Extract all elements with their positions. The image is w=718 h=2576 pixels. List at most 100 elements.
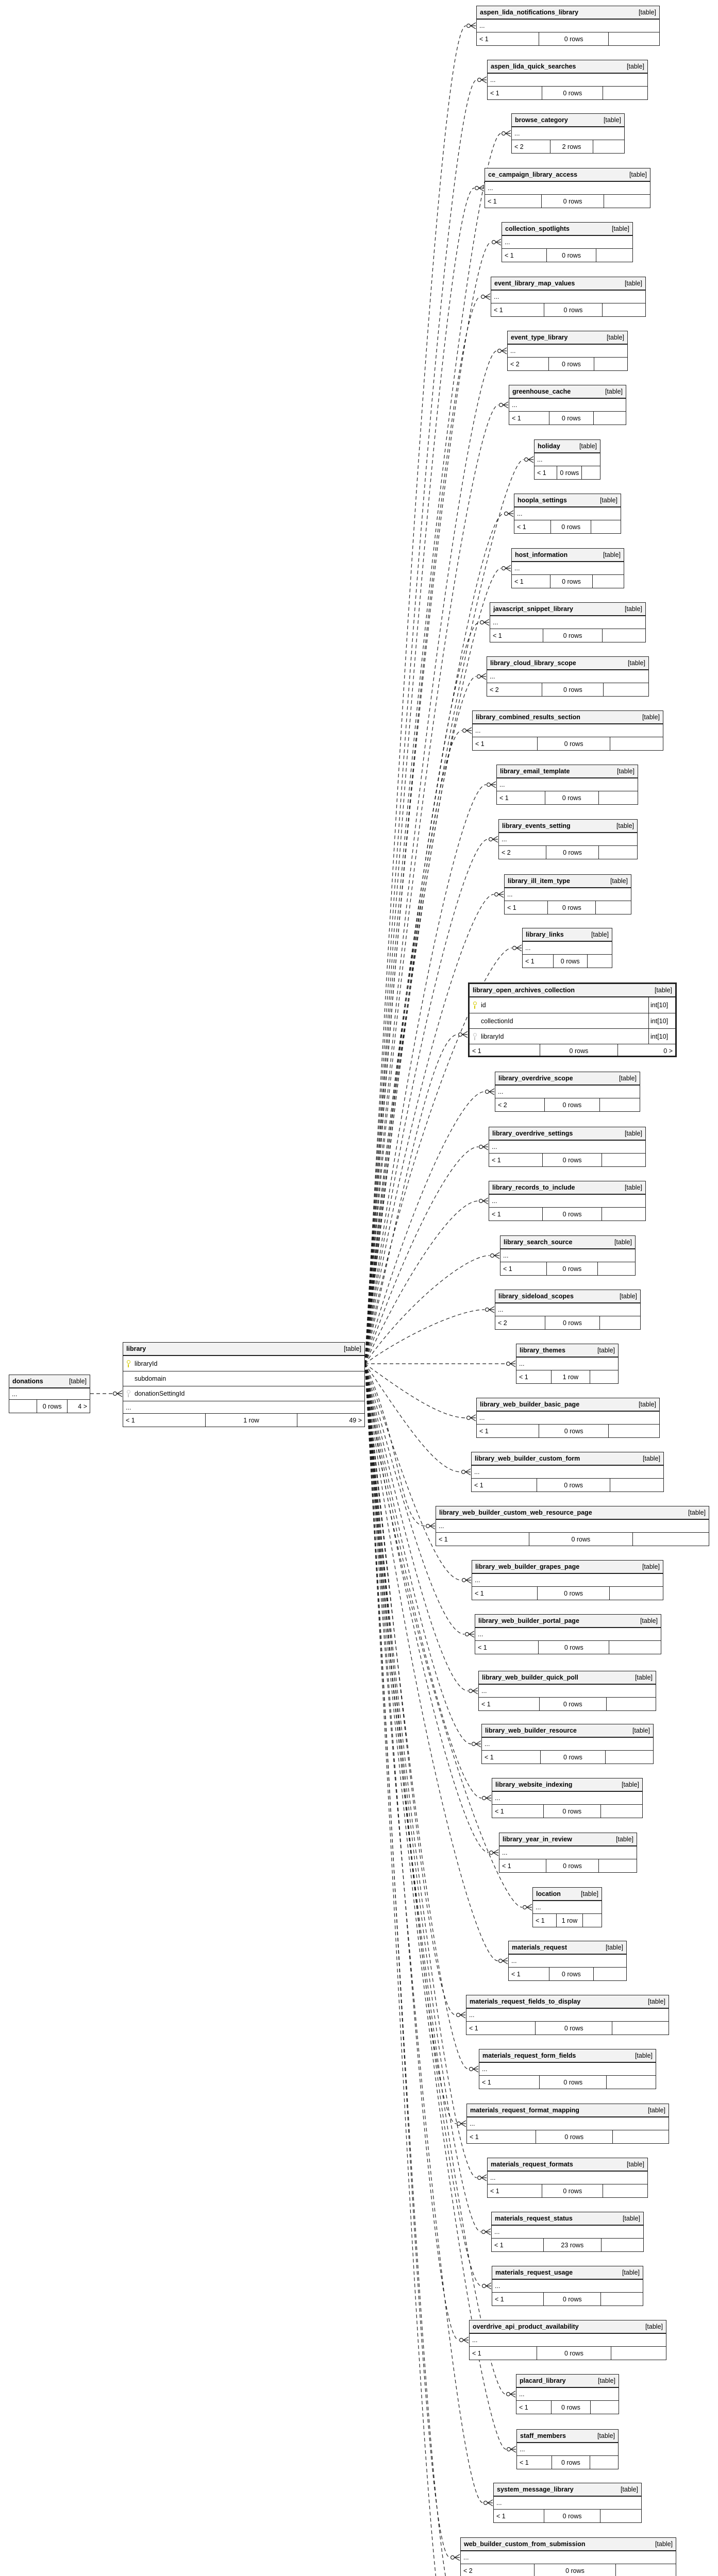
table-box-library_web_builder_portal_page[interactable]: library_web_builder_portal_page [table] … bbox=[475, 1614, 661, 1654]
table-box-library_combined_results_section[interactable]: library_combined_results_section [table]… bbox=[472, 710, 663, 751]
table-box-library_web_builder_custom_web_resource_page[interactable]: library_web_builder_custom_web_resource_… bbox=[436, 1506, 709, 1546]
table-box-library_search_source[interactable]: library_search_source [table] ... < 1 0 … bbox=[500, 1235, 636, 1276]
table-box-host_information[interactable]: host_information [table] ... < 1 0 rows bbox=[511, 548, 624, 588]
table-box-holiday[interactable]: holiday [table] ... < 1 0 rows bbox=[534, 439, 600, 480]
table-name[interactable]: browse_category bbox=[515, 116, 568, 124]
table-name[interactable]: aspen_lida_quick_searches bbox=[491, 63, 576, 70]
table-box-library_themes[interactable]: library_themes [table] ... < 1 1 row bbox=[516, 1344, 619, 1384]
table-name[interactable]: materials_request_fields_to_display bbox=[470, 1998, 581, 2005]
table-box-library_ill_item_type[interactable]: library_ill_item_type [table] ... < 1 0 … bbox=[504, 874, 631, 914]
table-box-web_builder_custom_from_submission[interactable]: web_builder_custom_from_submission [tabl… bbox=[460, 2537, 676, 2576]
table-box-library_web_builder_custom_form[interactable]: library_web_builder_custom_form [table] … bbox=[471, 1452, 664, 1492]
table-box-donations[interactable]: donations [table] ... 0 rows 4 > bbox=[9, 1375, 90, 1413]
table-name[interactable]: placard_library bbox=[520, 2377, 566, 2384]
table-box-library_overdrive_settings[interactable]: library_overdrive_settings [table] ... <… bbox=[489, 1127, 646, 1167]
table-box-staff_members[interactable]: staff_members [table] ... < 1 0 rows bbox=[516, 2429, 619, 2469]
table-box-library_records_to_include[interactable]: library_records_to_include [table] ... <… bbox=[489, 1181, 646, 1221]
table-box-library_email_template[interactable]: library_email_template [table] ... < 1 0… bbox=[496, 765, 638, 805]
table-name[interactable]: staff_members bbox=[520, 2432, 566, 2439]
table-name[interactable]: library_sideload_scopes bbox=[498, 1293, 574, 1300]
table-name[interactable]: library_web_builder_resource bbox=[485, 1727, 577, 1734]
table-name[interactable]: library_web_builder_quick_poll bbox=[482, 1674, 578, 1681]
table-box-library_open_archives_collection[interactable]: library_open_archives_collection [table]… bbox=[468, 982, 677, 1057]
table-box-materials_request_fields_to_display[interactable]: materials_request_fields_to_display [tab… bbox=[466, 1995, 669, 2035]
table-box-library_overdrive_scope[interactable]: library_overdrive_scope [table] ... < 2 … bbox=[495, 1072, 640, 1112]
table-name[interactable]: materials_request_usage bbox=[495, 2269, 573, 2276]
table-name[interactable]: library_web_builder_grapes_page bbox=[475, 1563, 580, 1570]
table-name[interactable]: event_library_map_values bbox=[494, 280, 575, 287]
table-name[interactable]: library_web_builder_custom_web_resource_… bbox=[439, 1509, 592, 1516]
table-box-materials_request[interactable]: materials_request [table] ... < 1 0 rows bbox=[508, 1941, 627, 1981]
table-box-library_events_setting[interactable]: library_events_setting [table] ... < 2 0… bbox=[498, 819, 638, 859]
table-name[interactable]: event_type_library bbox=[511, 334, 568, 341]
table-box-ce_campaign_library_access[interactable]: ce_campaign_library_access [table] ... <… bbox=[485, 168, 650, 208]
table-box-location[interactable]: location [table] ... < 1 1 row bbox=[532, 1887, 602, 1927]
table-name[interactable]: materials_request bbox=[512, 1944, 567, 1951]
table-box-browse_category[interactable]: browse_category [table] ... < 2 2 rows bbox=[511, 113, 625, 154]
table-box-materials_request_status[interactable]: materials_request_status [table] ... < 1… bbox=[491, 2212, 644, 2252]
table-box-library_web_builder_grapes_page[interactable]: library_web_builder_grapes_page [table] … bbox=[472, 1560, 663, 1600]
table-box-library[interactable]: library [table] libraryId subdomain dona… bbox=[123, 1342, 365, 1427]
table-name[interactable]: system_message_library bbox=[497, 2486, 574, 2493]
table-name[interactable]: library_overdrive_settings bbox=[492, 1130, 573, 1137]
table-box-placard_library[interactable]: placard_library [table] ... < 1 0 rows bbox=[516, 2374, 619, 2414]
table-name[interactable]: holiday bbox=[538, 443, 560, 450]
table-name[interactable]: ce_campaign_library_access bbox=[488, 171, 578, 178]
table-name[interactable]: library_combined_results_section bbox=[476, 714, 580, 721]
table-name[interactable]: library bbox=[126, 1345, 146, 1352]
table-name[interactable]: library_ill_item_type bbox=[508, 877, 570, 885]
ellipsis-text: ... bbox=[478, 1631, 483, 1638]
table-name[interactable]: web_builder_custom_from_submission bbox=[464, 2540, 586, 2548]
table-name[interactable]: library_search_source bbox=[504, 1239, 573, 1246]
table-box-javascript_snippet_library[interactable]: javascript_snippet_library [table] ... <… bbox=[490, 602, 646, 642]
table-name[interactable]: location bbox=[536, 1890, 561, 1897]
table-box-materials_request_form_fields[interactable]: materials_request_form_fields [table] ..… bbox=[479, 2049, 656, 2089]
table-name[interactable]: hoopla_settings bbox=[517, 497, 567, 504]
table-name[interactable]: javascript_snippet_library bbox=[493, 605, 573, 613]
table-name[interactable]: materials_request_form_fields bbox=[482, 2052, 576, 2059]
table-box-library_web_builder_basic_page[interactable]: library_web_builder_basic_page [table] .… bbox=[476, 1398, 660, 1438]
table-box-library_links[interactable]: library_links [table] ... < 1 0 rows bbox=[522, 928, 612, 968]
table-name[interactable]: library_email_template bbox=[500, 768, 570, 775]
table-name[interactable]: collection_spotlights bbox=[505, 225, 570, 232]
table-name[interactable]: library_links bbox=[526, 931, 564, 938]
table-name[interactable]: library_themes bbox=[520, 1347, 565, 1354]
table-box-materials_request_format_mapping[interactable]: materials_request_format_mapping [table]… bbox=[466, 2104, 669, 2144]
table-box-library_web_builder_resource[interactable]: library_web_builder_resource [table] ...… bbox=[481, 1724, 654, 1764]
table-box-materials_request_formats[interactable]: materials_request_formats [table] ... < … bbox=[487, 2158, 648, 2198]
table-name[interactable]: materials_request_status bbox=[495, 2215, 573, 2222]
table-name[interactable]: library_events_setting bbox=[502, 822, 571, 829]
table-box-hoopla_settings[interactable]: hoopla_settings [table] ... < 1 0 rows bbox=[514, 494, 621, 534]
table-name[interactable]: library_web_builder_basic_page bbox=[480, 1401, 580, 1408]
table-box-aspen_lida_quick_searches[interactable]: aspen_lida_quick_searches [table] ... < … bbox=[487, 60, 648, 100]
table-name[interactable]: materials_request_format_mapping bbox=[470, 2107, 579, 2114]
table-box-greenhouse_cache[interactable]: greenhouse_cache [table] ... < 1 0 rows bbox=[509, 385, 626, 425]
table-box-library_sideload_scopes[interactable]: library_sideload_scopes [table] ... < 2 … bbox=[495, 1290, 641, 1330]
table-name[interactable]: overdrive_api_product_availability bbox=[473, 2323, 579, 2330]
table-box-library_cloud_library_scope[interactable]: library_cloud_library_scope [table] ... … bbox=[487, 656, 649, 697]
table-box-event_library_map_values[interactable]: event_library_map_values [table] ... < 1… bbox=[491, 277, 646, 317]
table-box-materials_request_usage[interactable]: materials_request_usage [table] ... < 1 … bbox=[492, 2266, 643, 2306]
table-name[interactable]: library_cloud_library_scope bbox=[490, 659, 576, 667]
table-box-overdrive_api_product_availability[interactable]: overdrive_api_product_availability [tabl… bbox=[469, 2320, 666, 2360]
table-name[interactable]: donations bbox=[12, 1378, 43, 1385]
table-name[interactable]: library_overdrive_scope bbox=[498, 1075, 573, 1082]
table-name[interactable]: library_web_builder_custom_form bbox=[475, 1455, 580, 1462]
table-name[interactable]: library_records_to_include bbox=[492, 1184, 575, 1191]
table-name[interactable]: library_web_builder_portal_page bbox=[478, 1617, 579, 1624]
table-box-system_message_library[interactable]: system_message_library [table] ... < 1 0… bbox=[493, 2483, 642, 2523]
table-name[interactable]: library_website_indexing bbox=[495, 1781, 573, 1788]
table-name[interactable]: library_open_archives_collection bbox=[473, 987, 575, 994]
table-name[interactable]: greenhouse_cache bbox=[512, 388, 571, 395]
table-box-collection_spotlights[interactable]: collection_spotlights [table] ... < 1 0 … bbox=[502, 222, 633, 262]
table-name[interactable]: library_year_in_review bbox=[503, 1836, 572, 1843]
table-name[interactable]: host_information bbox=[515, 551, 568, 558]
table-name[interactable]: aspen_lida_notifications_library bbox=[480, 9, 579, 16]
table-box-aspen_lida_notifications_library[interactable]: aspen_lida_notifications_library [table]… bbox=[476, 6, 660, 46]
table-box-library_year_in_review[interactable]: library_year_in_review [table] ... < 1 0… bbox=[499, 1833, 637, 1873]
table-box-library_website_indexing[interactable]: library_website_indexing [table] ... < 1… bbox=[492, 1778, 643, 1818]
footer-children-count bbox=[600, 1805, 642, 1818]
table-box-event_type_library[interactable]: event_type_library [table] ... < 2 0 row… bbox=[507, 331, 628, 371]
table-name[interactable]: materials_request_formats bbox=[491, 2161, 573, 2168]
table-box-library_web_builder_quick_poll[interactable]: library_web_builder_quick_poll [table] .… bbox=[478, 1671, 656, 1711]
